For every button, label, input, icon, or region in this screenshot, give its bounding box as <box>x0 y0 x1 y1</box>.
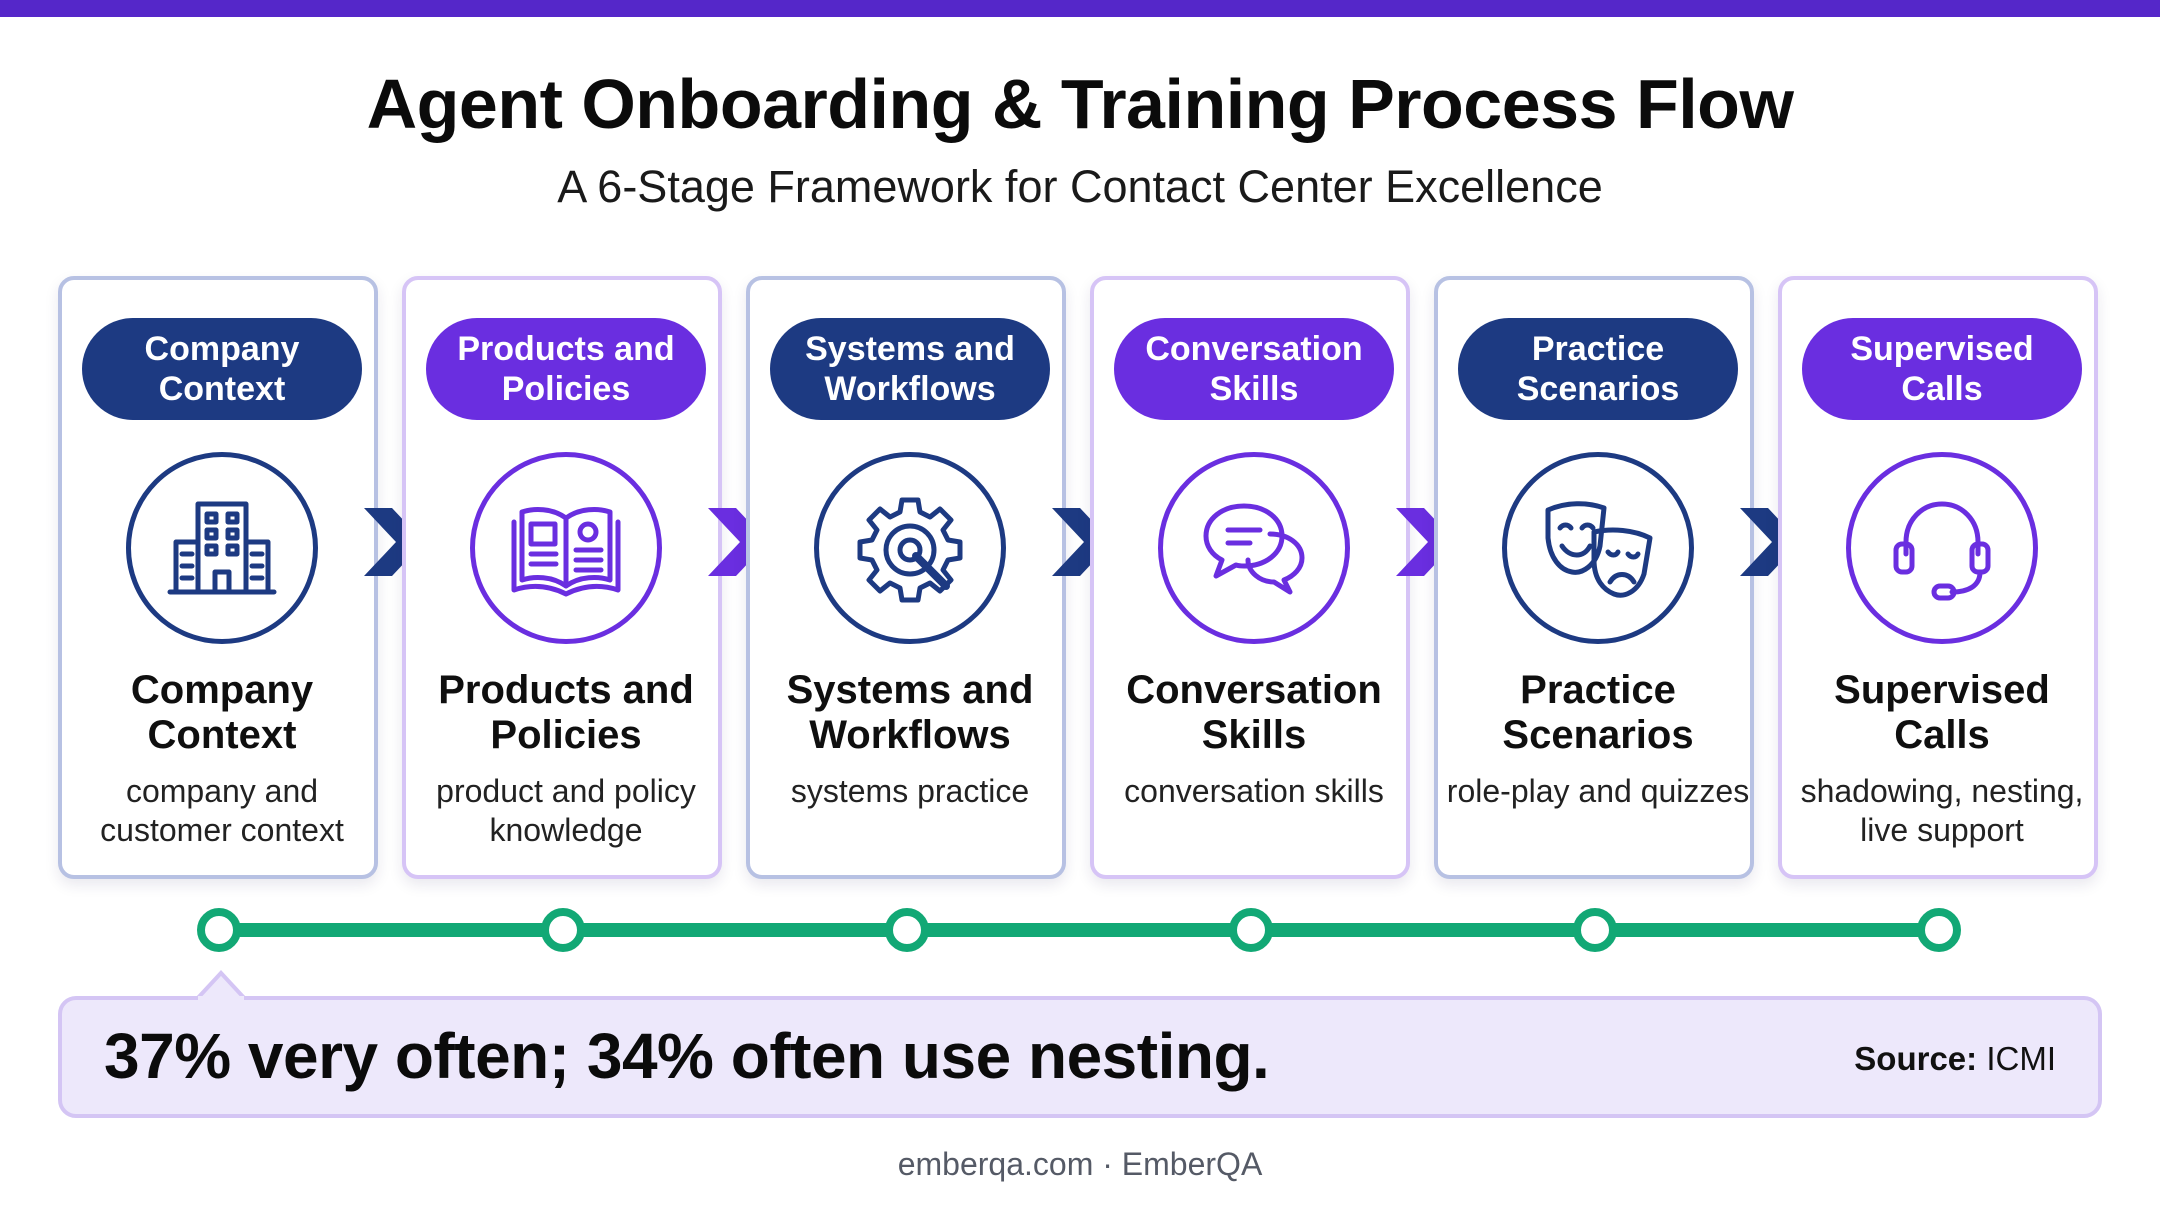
timeline-node <box>197 908 241 952</box>
building-icon <box>126 452 318 644</box>
stage-description: systems practice <box>790 773 1030 809</box>
stage-card-company-context: Company Context Company Context company … <box>58 276 378 879</box>
stage-description: conversation skills <box>1124 773 1384 809</box>
stage-description: product and policy knowledge <box>436 773 696 849</box>
timeline-node <box>1229 908 1273 952</box>
stage-pill: Company Context <box>82 318 362 420</box>
stage-pill: Practice Scenarios <box>1458 318 1738 420</box>
speech-bubbles-icon <box>1158 452 1350 644</box>
source-label: Source: <box>1854 1040 1978 1077</box>
headset-icon <box>1846 452 2038 644</box>
stage-title: Supervised Calls <box>1834 668 2050 757</box>
source-value: ICMI <box>1986 1040 2056 1077</box>
theater-masks-icon <box>1502 452 1694 644</box>
timeline-line <box>217 923 1942 937</box>
stage-description: shadowing, nesting, live support <box>1800 773 2084 849</box>
gear-wrench-icon <box>814 452 1006 644</box>
stage-description: role-play and quizzes <box>1446 773 1750 809</box>
stage-card-supervised-calls: Supervised Calls Supervised Calls shadow… <box>1778 276 2098 879</box>
stage-title: Company Context <box>130 668 314 757</box>
stage-card-conversation-skills: Conversation Skills Conversation Skills … <box>1090 276 1410 879</box>
stage-description: company and customer context <box>100 773 344 849</box>
page-title: Agent Onboarding & Training Process Flow <box>366 65 1794 143</box>
stage-pill: Conversation Skills <box>1114 318 1394 420</box>
stage-card-products-and-policies: Products and Policies Products and Polic… <box>402 276 722 879</box>
stage-title: Products and Policies <box>438 668 694 757</box>
page-subtitle: A 6-Stage Framework for Contact Center E… <box>557 161 1603 212</box>
stage-card-systems-and-workflows: Systems and Workflows Systems and Workfl… <box>746 276 1066 879</box>
stage-card-practice-scenarios: Practice Scenarios Practice Scenarios ro… <box>1434 276 1754 879</box>
top-accent-bar <box>0 0 2160 17</box>
stat-callout <box>58 996 2102 1118</box>
timeline-node <box>1917 908 1961 952</box>
stage-title: Practice Scenarios <box>1502 668 1694 757</box>
callout-pointer <box>196 970 246 1000</box>
stage-pill: Supervised Calls <box>1802 318 2082 420</box>
callout-source: Source: ICMI <box>1854 1039 2056 1079</box>
stage-title: Conversation Skills <box>1126 668 1382 757</box>
stage-pill: Systems and Workflows <box>770 318 1050 420</box>
stage-title: Systems and Workflows <box>786 668 1034 757</box>
callout-stat-text: 37% very often; 34% often use nesting. <box>104 1020 1270 1092</box>
footer-credit: emberqa.com · EmberQA <box>897 1146 1263 1182</box>
timeline-node <box>541 908 585 952</box>
open-book-icon <box>470 452 662 644</box>
timeline-node <box>1573 908 1617 952</box>
timeline-node <box>885 908 929 952</box>
stage-pill: Products and Policies <box>426 318 706 420</box>
